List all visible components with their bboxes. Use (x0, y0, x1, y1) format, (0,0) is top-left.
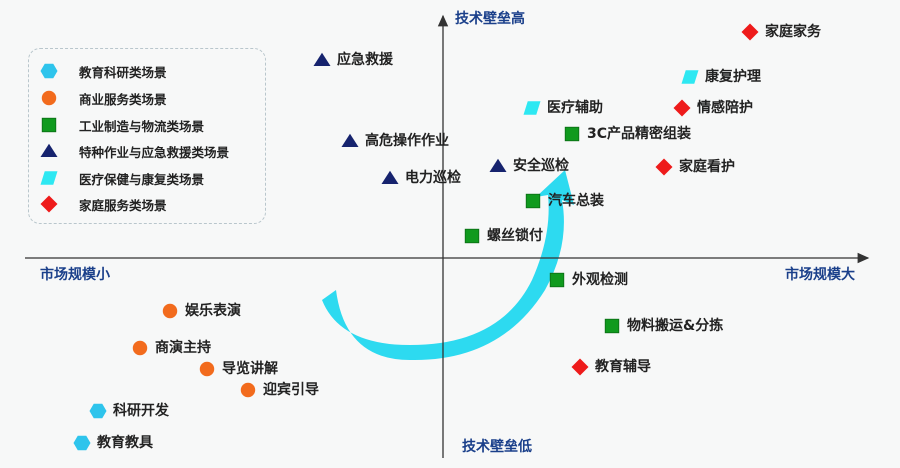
point-marker (655, 158, 673, 176)
point-label: 电力巡检 (405, 170, 461, 186)
point-marker (489, 158, 507, 172)
square-icon (41, 117, 57, 133)
point-label: 情感陪护 (697, 100, 753, 116)
point-label: 教育辅导 (595, 359, 651, 375)
legend-label: 商业服务类场景 (79, 91, 167, 107)
point-label: 迎宾引导 (263, 382, 319, 398)
point-label: 物料搬运&分拣 (627, 318, 724, 334)
axis-label-bottom: 技术壁垒低 (462, 439, 532, 455)
point-label: 医疗辅助 (547, 100, 603, 116)
point-label: 康复护理 (705, 69, 761, 85)
legend-item: 商业服务类场景 (29, 88, 167, 108)
point-marker (464, 228, 480, 244)
axis-label-top: 技术壁垒高 (455, 11, 525, 27)
point-label: 娱乐表演 (185, 303, 241, 319)
diamond-icon (40, 195, 58, 213)
point-marker (89, 403, 107, 419)
point-marker (673, 99, 691, 117)
legend-label: 教育科研类场景 (79, 64, 167, 80)
legend-item: 特种作业与应急救援类场景 (29, 141, 229, 161)
point-marker (313, 52, 331, 66)
point-marker (240, 382, 256, 398)
point-marker (564, 126, 580, 142)
legend-label: 家庭服务类场景 (79, 197, 167, 213)
point-marker (681, 70, 699, 84)
point-marker (381, 170, 399, 184)
point-marker (525, 193, 541, 209)
point-label: 高危操作作业 (365, 133, 449, 149)
point-label: 螺丝锁付 (487, 228, 543, 244)
point-marker (341, 133, 359, 147)
circle-icon (41, 90, 57, 106)
point-marker (73, 435, 91, 451)
point-label: 家庭家务 (765, 24, 821, 40)
point-marker (604, 318, 620, 334)
point-label: 安全巡检 (513, 158, 569, 174)
point-marker (162, 303, 178, 319)
point-label: 家庭看护 (679, 159, 735, 175)
point-marker (199, 361, 215, 377)
point-marker (571, 358, 589, 376)
point-label: 科研开发 (113, 403, 169, 419)
axis-label-right: 市场规模大 (785, 267, 855, 283)
trend-arrow (322, 170, 574, 361)
legend-item: 工业制造与物流类场景 (29, 115, 204, 135)
triangle-icon (40, 143, 58, 157)
point-marker (523, 101, 541, 115)
point-marker (132, 340, 148, 356)
point-label: 商演主持 (155, 340, 211, 356)
point-label: 应急救援 (337, 52, 393, 68)
legend-item: 医疗保健与康复类场景 (29, 168, 204, 188)
point-label: 3C产品精密组装 (587, 126, 692, 142)
point-label: 外观检测 (572, 272, 628, 288)
legend-label: 工业制造与物流类场景 (79, 118, 205, 134)
legend-label: 医疗保健与康复类场景 (79, 171, 205, 187)
point-label: 导览讲解 (222, 361, 278, 377)
legend-item: 教育科研类场景 (29, 61, 167, 81)
parallelogram-icon (40, 171, 58, 185)
legend: 教育科研类场景商业服务类场景工业制造与物流类场景特种作业与应急救援类场景医疗保健… (28, 48, 266, 224)
hexagon-icon (40, 63, 58, 79)
axis-label-left: 市场规模小 (40, 267, 110, 283)
point-label: 教育教具 (97, 435, 153, 451)
point-marker (549, 272, 565, 288)
legend-label: 特种作业与应急救援类场景 (79, 144, 230, 160)
legend-item: 家庭服务类场景 (29, 194, 167, 214)
point-marker (741, 23, 759, 41)
point-label: 汽车总装 (548, 193, 604, 209)
